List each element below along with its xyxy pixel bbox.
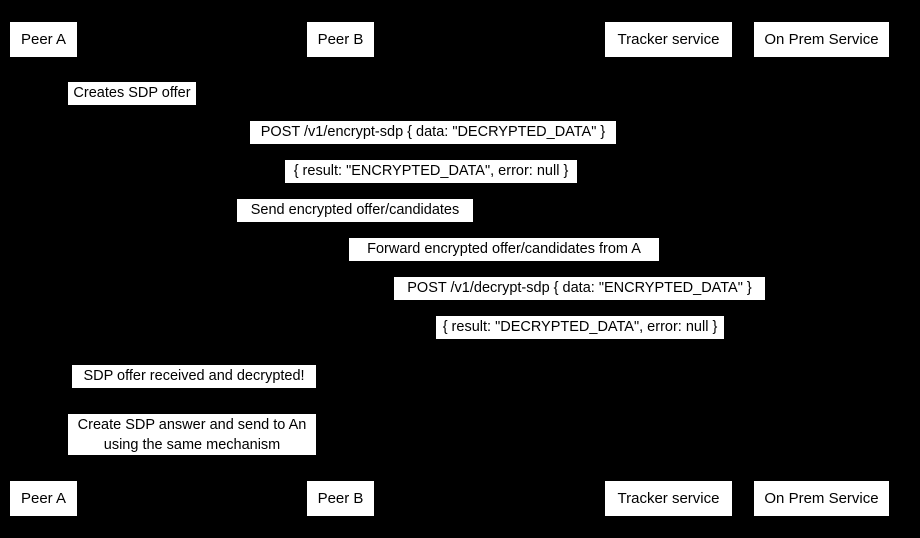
participant-tracker-service-top[interactable]: Tracker service bbox=[605, 22, 732, 57]
lifeline-peer-b bbox=[340, 57, 341, 481]
message-result-encrypted-data: { result: "ENCRYPTED_DATA", error: null … bbox=[285, 160, 577, 183]
participant-on-prem-service-bottom[interactable]: On Prem Service bbox=[754, 481, 889, 516]
participant-on-prem-service-top[interactable]: On Prem Service bbox=[754, 22, 889, 57]
participant-peer-b-top[interactable]: Peer B bbox=[307, 22, 374, 57]
lifeline-peer-a bbox=[43, 57, 44, 481]
lifeline-on-prem-service bbox=[821, 57, 822, 481]
message-post-encrypt-sdp: POST /v1/encrypt-sdp { data: "DECRYPTED_… bbox=[250, 121, 616, 144]
lifeline-tracker-service bbox=[668, 57, 669, 481]
participant-peer-b-bottom[interactable]: Peer B bbox=[307, 481, 374, 516]
message-send-encrypted-offer: Send encrypted offer/candidates bbox=[237, 199, 473, 222]
participant-peer-a-bottom[interactable]: Peer A bbox=[10, 481, 77, 516]
message-forward-encrypted-offer: Forward encrypted offer/candidates from … bbox=[349, 238, 659, 261]
participant-tracker-service-bottom[interactable]: Tracker service bbox=[605, 481, 732, 516]
message-create-sdp-answer: Create SDP answer and send to An using t… bbox=[68, 414, 316, 455]
message-sdp-offer-received: SDP offer received and decrypted! bbox=[72, 365, 316, 388]
message-creates-sdp-offer: Creates SDP offer bbox=[68, 82, 196, 105]
participant-peer-a-top[interactable]: Peer A bbox=[10, 22, 77, 57]
message-result-decrypted-data: { result: "DECRYPTED_DATA", error: null … bbox=[436, 316, 724, 339]
message-post-decrypt-sdp: POST /v1/decrypt-sdp { data: "ENCRYPTED_… bbox=[394, 277, 765, 300]
